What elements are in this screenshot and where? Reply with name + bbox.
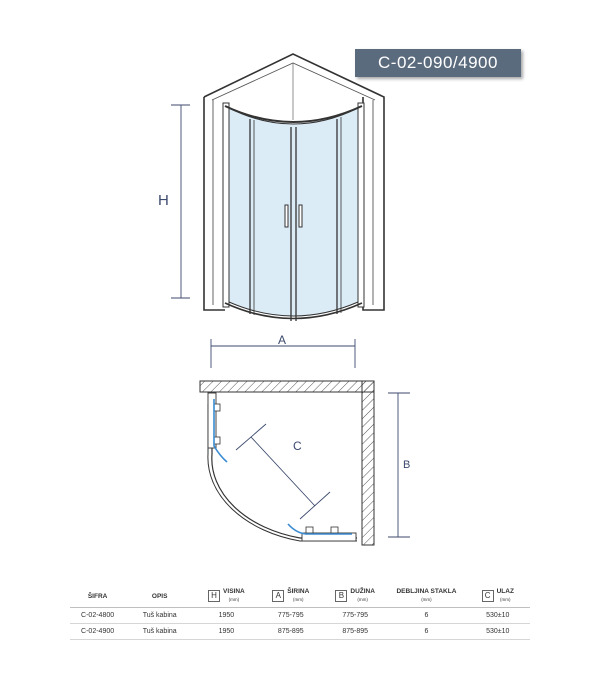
table-row: C-02-4800 Tuš kabina 1950 775-795 775-79…: [70, 607, 530, 624]
col-sifra: ŠIFRA: [70, 585, 126, 608]
col-sirina: A ŠIRINA (mm): [258, 585, 323, 608]
model-code-badge: C-02-090/4900: [355, 49, 521, 77]
cell-duzina: 875-895: [322, 623, 388, 640]
cell-duzina: 775-795: [322, 607, 388, 624]
cell-debljina: 6: [387, 607, 466, 624]
box-a: A: [272, 590, 285, 602]
table-header-row: ŠIFRA OPIS H VISINA (mm) A ŠIRINA (mm) B D…: [70, 585, 530, 608]
visina-label: VISINA: [223, 588, 245, 595]
label-h: H: [158, 192, 169, 209]
sirina-label: ŠIRINA: [287, 588, 310, 595]
label-a: A: [278, 333, 287, 347]
perspective-view: [203, 53, 385, 321]
table-row: C-02-4900 Tuš kabina 1950 875-895 875-89…: [70, 623, 530, 640]
debljina-label: DEBLJINA STAKLA: [396, 588, 457, 595]
cell-opis: Tuš kabina: [125, 623, 195, 640]
specification-table: ŠIFRA OPIS H VISINA (mm) A ŠIRINA (mm) B D…: [70, 585, 530, 640]
debljina-unit: (mm): [421, 597, 432, 602]
col-visina: H VISINA (mm): [194, 585, 259, 608]
cell-ulaz: 530±10: [465, 607, 530, 624]
cell-sifra: C-02-4900: [70, 623, 126, 640]
cell-debljina: 6: [387, 623, 466, 640]
label-b: B: [403, 459, 411, 471]
cell-opis: Tuš kabina: [125, 607, 195, 624]
label-c: C: [293, 439, 302, 453]
dimension-b: [388, 392, 410, 538]
ulaz-label: ULAZ: [496, 588, 514, 595]
duzina-label: DUŽINA: [350, 588, 375, 595]
box-h: H: [208, 590, 221, 602]
cell-sirina: 875-895: [258, 623, 323, 640]
visina-unit: (mm): [228, 597, 240, 602]
col-ulaz: C ULAZ (mm): [465, 585, 530, 608]
duzina-unit: (mm): [357, 597, 368, 602]
col-debljina: DEBLJINA STAKLA (mm): [387, 585, 466, 608]
plan-view: [199, 380, 375, 546]
dimension-a: [210, 339, 356, 368]
col-opis: OPIS: [125, 585, 195, 608]
cell-visina: 1950: [194, 623, 259, 640]
cell-visina: 1950: [194, 607, 259, 624]
cell-ulaz: 530±10: [465, 623, 530, 640]
box-c: C: [481, 590, 494, 602]
ulaz-unit: (mm): [500, 597, 511, 602]
dimension-h: [171, 104, 190, 299]
cell-sifra: C-02-4800: [70, 607, 126, 624]
cell-sirina: 775-795: [258, 607, 323, 624]
box-b: B: [335, 590, 348, 602]
sirina-unit: (mm): [293, 597, 304, 602]
col-duzina: B DUŽINA (mm): [322, 585, 388, 608]
